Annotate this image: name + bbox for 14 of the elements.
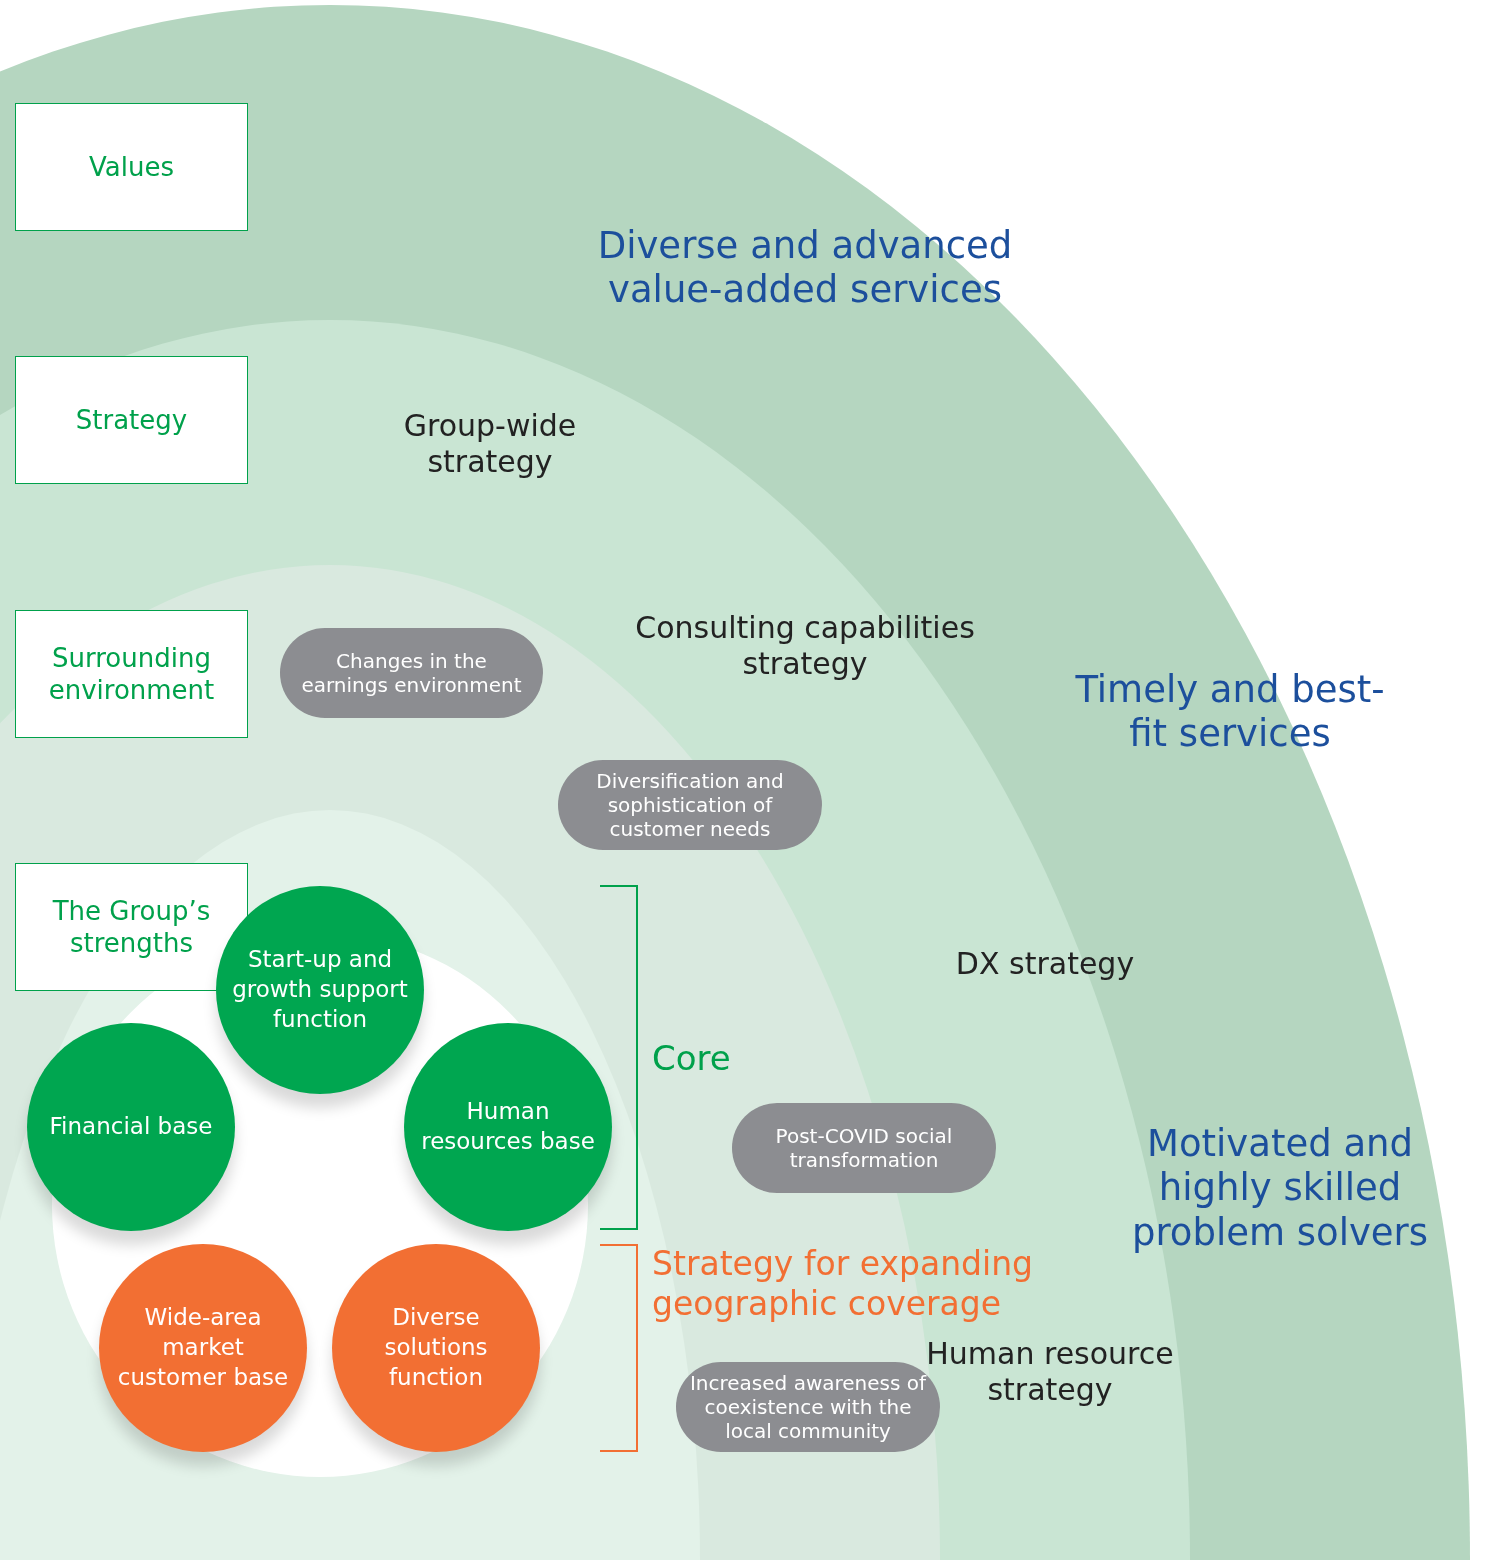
label-box: Surrounding environment [15, 610, 248, 738]
factor-pill: Diversification and sophistication of customer needs [558, 760, 822, 850]
bracket-label: Strategy for expanding geographic coverage [652, 1244, 1035, 1324]
label-box: Strategy [15, 356, 248, 484]
ring-label: Consulting capabilities strategy [634, 610, 976, 682]
ring-label: DX strategy [954, 946, 1136, 982]
bracket-label: Core [652, 1038, 732, 1079]
label-box: Values [15, 103, 248, 231]
factor-pill: Changes in the earnings environment [280, 628, 543, 718]
ring-heading: Diverse and advanced value-added services [596, 224, 1014, 313]
factor-pill: Post-COVID social transformation [732, 1103, 996, 1193]
ring-heading: Motivated and highly skilled problem solvers [1130, 1122, 1430, 1256]
ring-heading: Timely and best-fit services [1074, 668, 1386, 757]
ring-label: Group-wide strategy [402, 408, 578, 480]
